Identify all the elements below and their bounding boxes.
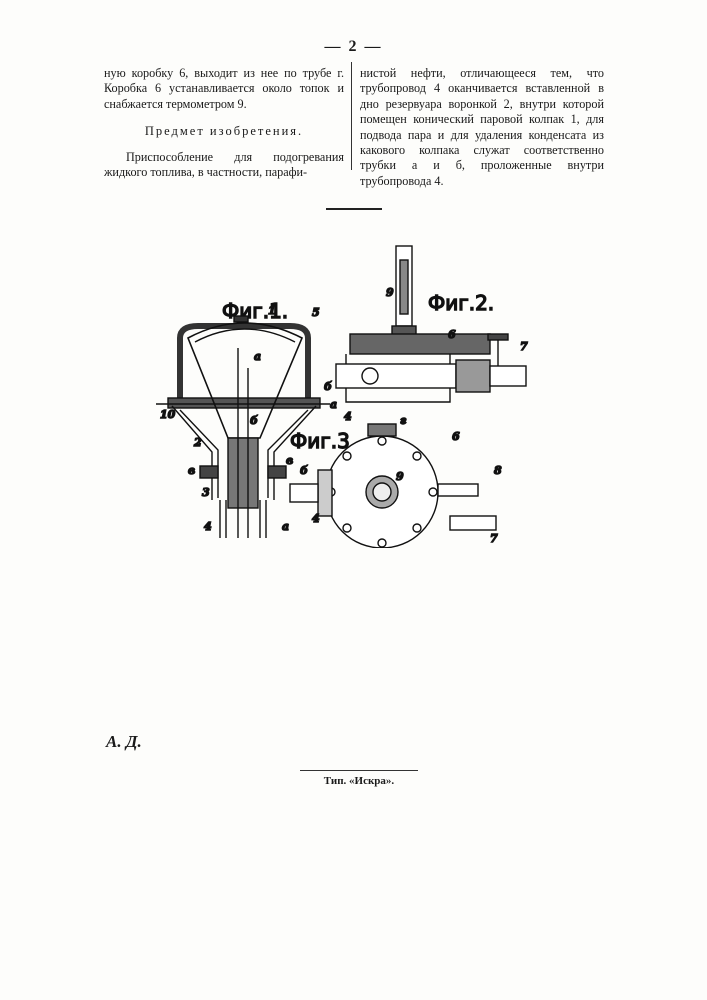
figure-2-drawing: Фиг.2. 9 6 7 б а 4 bbox=[324, 246, 528, 423]
svg-text:б: б bbox=[324, 380, 332, 393]
left-column-continuation: ную коробку 6, выходит из нее по трубе г… bbox=[104, 66, 344, 112]
separator-rule bbox=[326, 208, 382, 210]
svg-text:1: 1 bbox=[268, 304, 276, 317]
svg-text:8: 8 bbox=[494, 464, 502, 477]
svg-text:в: в bbox=[286, 454, 293, 467]
printer-imprint: Тип. «Искра». bbox=[300, 775, 418, 787]
svg-text:а: а bbox=[330, 398, 337, 411]
svg-text:6: 6 bbox=[452, 430, 460, 443]
svg-text:а: а bbox=[282, 520, 289, 533]
left-column: ную коробку 6, выходит из нее по трубе г… bbox=[104, 66, 344, 180]
svg-text:9: 9 bbox=[396, 470, 404, 483]
column-divider bbox=[351, 62, 352, 170]
initials: А. Д. bbox=[106, 732, 142, 752]
fig1-label: Фиг.1. bbox=[222, 299, 288, 323]
svg-text:10: 10 bbox=[160, 408, 176, 421]
section-heading: Предмет изобретения. bbox=[104, 124, 344, 139]
svg-text:г: г bbox=[400, 414, 407, 427]
svg-text:2: 2 bbox=[193, 436, 202, 449]
svg-text:6: 6 bbox=[448, 328, 456, 341]
svg-text:7: 7 bbox=[520, 340, 528, 353]
claim-continuation: нистой нефти, отличающееся тем, что труб… bbox=[360, 66, 604, 189]
svg-text:5: 5 bbox=[312, 306, 320, 319]
svg-text:9: 9 bbox=[386, 286, 394, 299]
technical-drawings: Фиг.1. 1 5 а 10 б 2 в в 3 4 Фиг.2. bbox=[150, 238, 530, 548]
svg-text:б: б bbox=[300, 464, 308, 477]
svg-text:7: 7 bbox=[490, 532, 498, 545]
svg-text:3: 3 bbox=[202, 486, 210, 499]
svg-text:4: 4 bbox=[312, 512, 320, 525]
figure-3-drawing: Фиг.3. г 6 8 9 б а 4 7 bbox=[282, 414, 502, 548]
imprint-rule bbox=[300, 770, 418, 771]
page-number: — 2 — bbox=[0, 38, 707, 56]
svg-text:а: а bbox=[254, 350, 261, 363]
svg-text:4: 4 bbox=[344, 410, 352, 423]
svg-text:б: б bbox=[250, 414, 258, 427]
right-column: нистой нефти, отличающееся тем, что труб… bbox=[360, 66, 604, 189]
svg-text:4: 4 bbox=[204, 520, 212, 533]
fig2-label: Фиг.2. bbox=[428, 291, 494, 315]
claim-start: Приспособление для подогревания жидкого … bbox=[104, 150, 344, 181]
svg-text:в: в bbox=[188, 464, 195, 477]
